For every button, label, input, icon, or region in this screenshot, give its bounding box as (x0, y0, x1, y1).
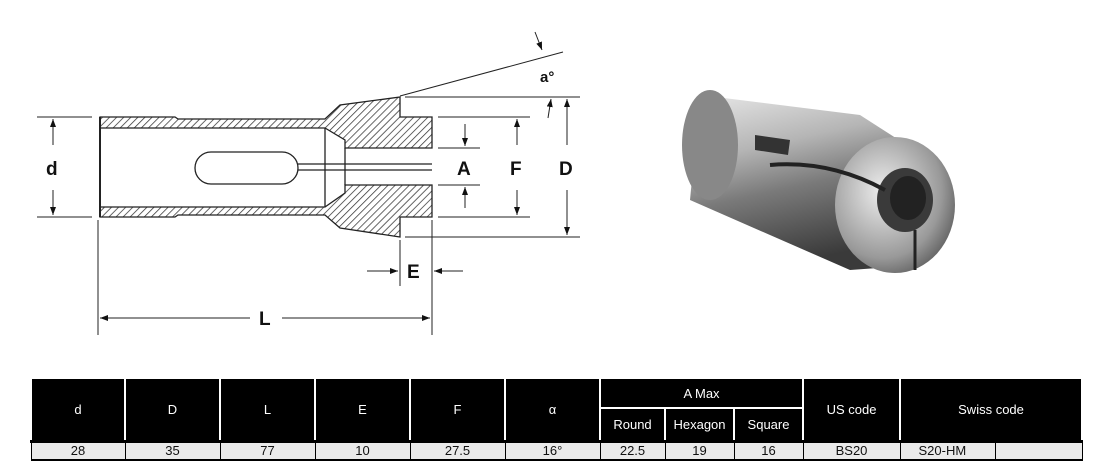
slot (194, 151, 299, 185)
label-D: D (559, 159, 573, 180)
label-L: L (259, 309, 271, 330)
header-a-max: A Max (598, 377, 805, 409)
label-F: F (510, 159, 522, 180)
header-F: F (409, 377, 506, 442)
header-us-code: US code (802, 377, 902, 442)
cell-alpha: 16° (504, 439, 601, 461)
cell-E: 10 (314, 439, 411, 461)
header-alpha: α (504, 377, 601, 442)
label-A: A (457, 159, 471, 180)
table-row: 28 35 77 10 27.5 16° 22.5 19 16 BS20 S20… (30, 439, 1083, 461)
dimension-lines (37, 31, 580, 335)
collet-section (99, 96, 433, 238)
header-square: Square (732, 407, 805, 442)
header-round: Round (599, 407, 666, 442)
header-hexagon: Hexagon (664, 407, 735, 442)
header-L: L (219, 377, 316, 442)
header-swiss-code: Swiss code (899, 377, 1084, 442)
collet-photo (682, 90, 955, 273)
label-alpha: a° (540, 69, 554, 86)
cell-L: 77 (219, 439, 316, 461)
header-D: D (124, 377, 221, 442)
label-d: d (46, 159, 58, 180)
cell-square: 16 (733, 439, 804, 461)
cell-F: 27.5 (409, 439, 506, 461)
cell-hexagon: 19 (664, 439, 735, 461)
cell-round: 22.5 (599, 439, 666, 461)
cell-D: 35 (124, 439, 221, 461)
cell-d: 28 (30, 439, 126, 461)
header-E: E (314, 377, 411, 442)
label-E: E (407, 262, 420, 283)
cell-swiss-code: S20-HM (899, 439, 996, 461)
header-d: d (30, 377, 126, 442)
specs-table: d D L E F α A Max US code Swiss code Rou… (30, 377, 1084, 461)
cell-us-code: BS20 (802, 439, 901, 461)
collet-technical-drawing: d A F D E L a° (37, 31, 580, 335)
cell-extra (994, 439, 1083, 461)
